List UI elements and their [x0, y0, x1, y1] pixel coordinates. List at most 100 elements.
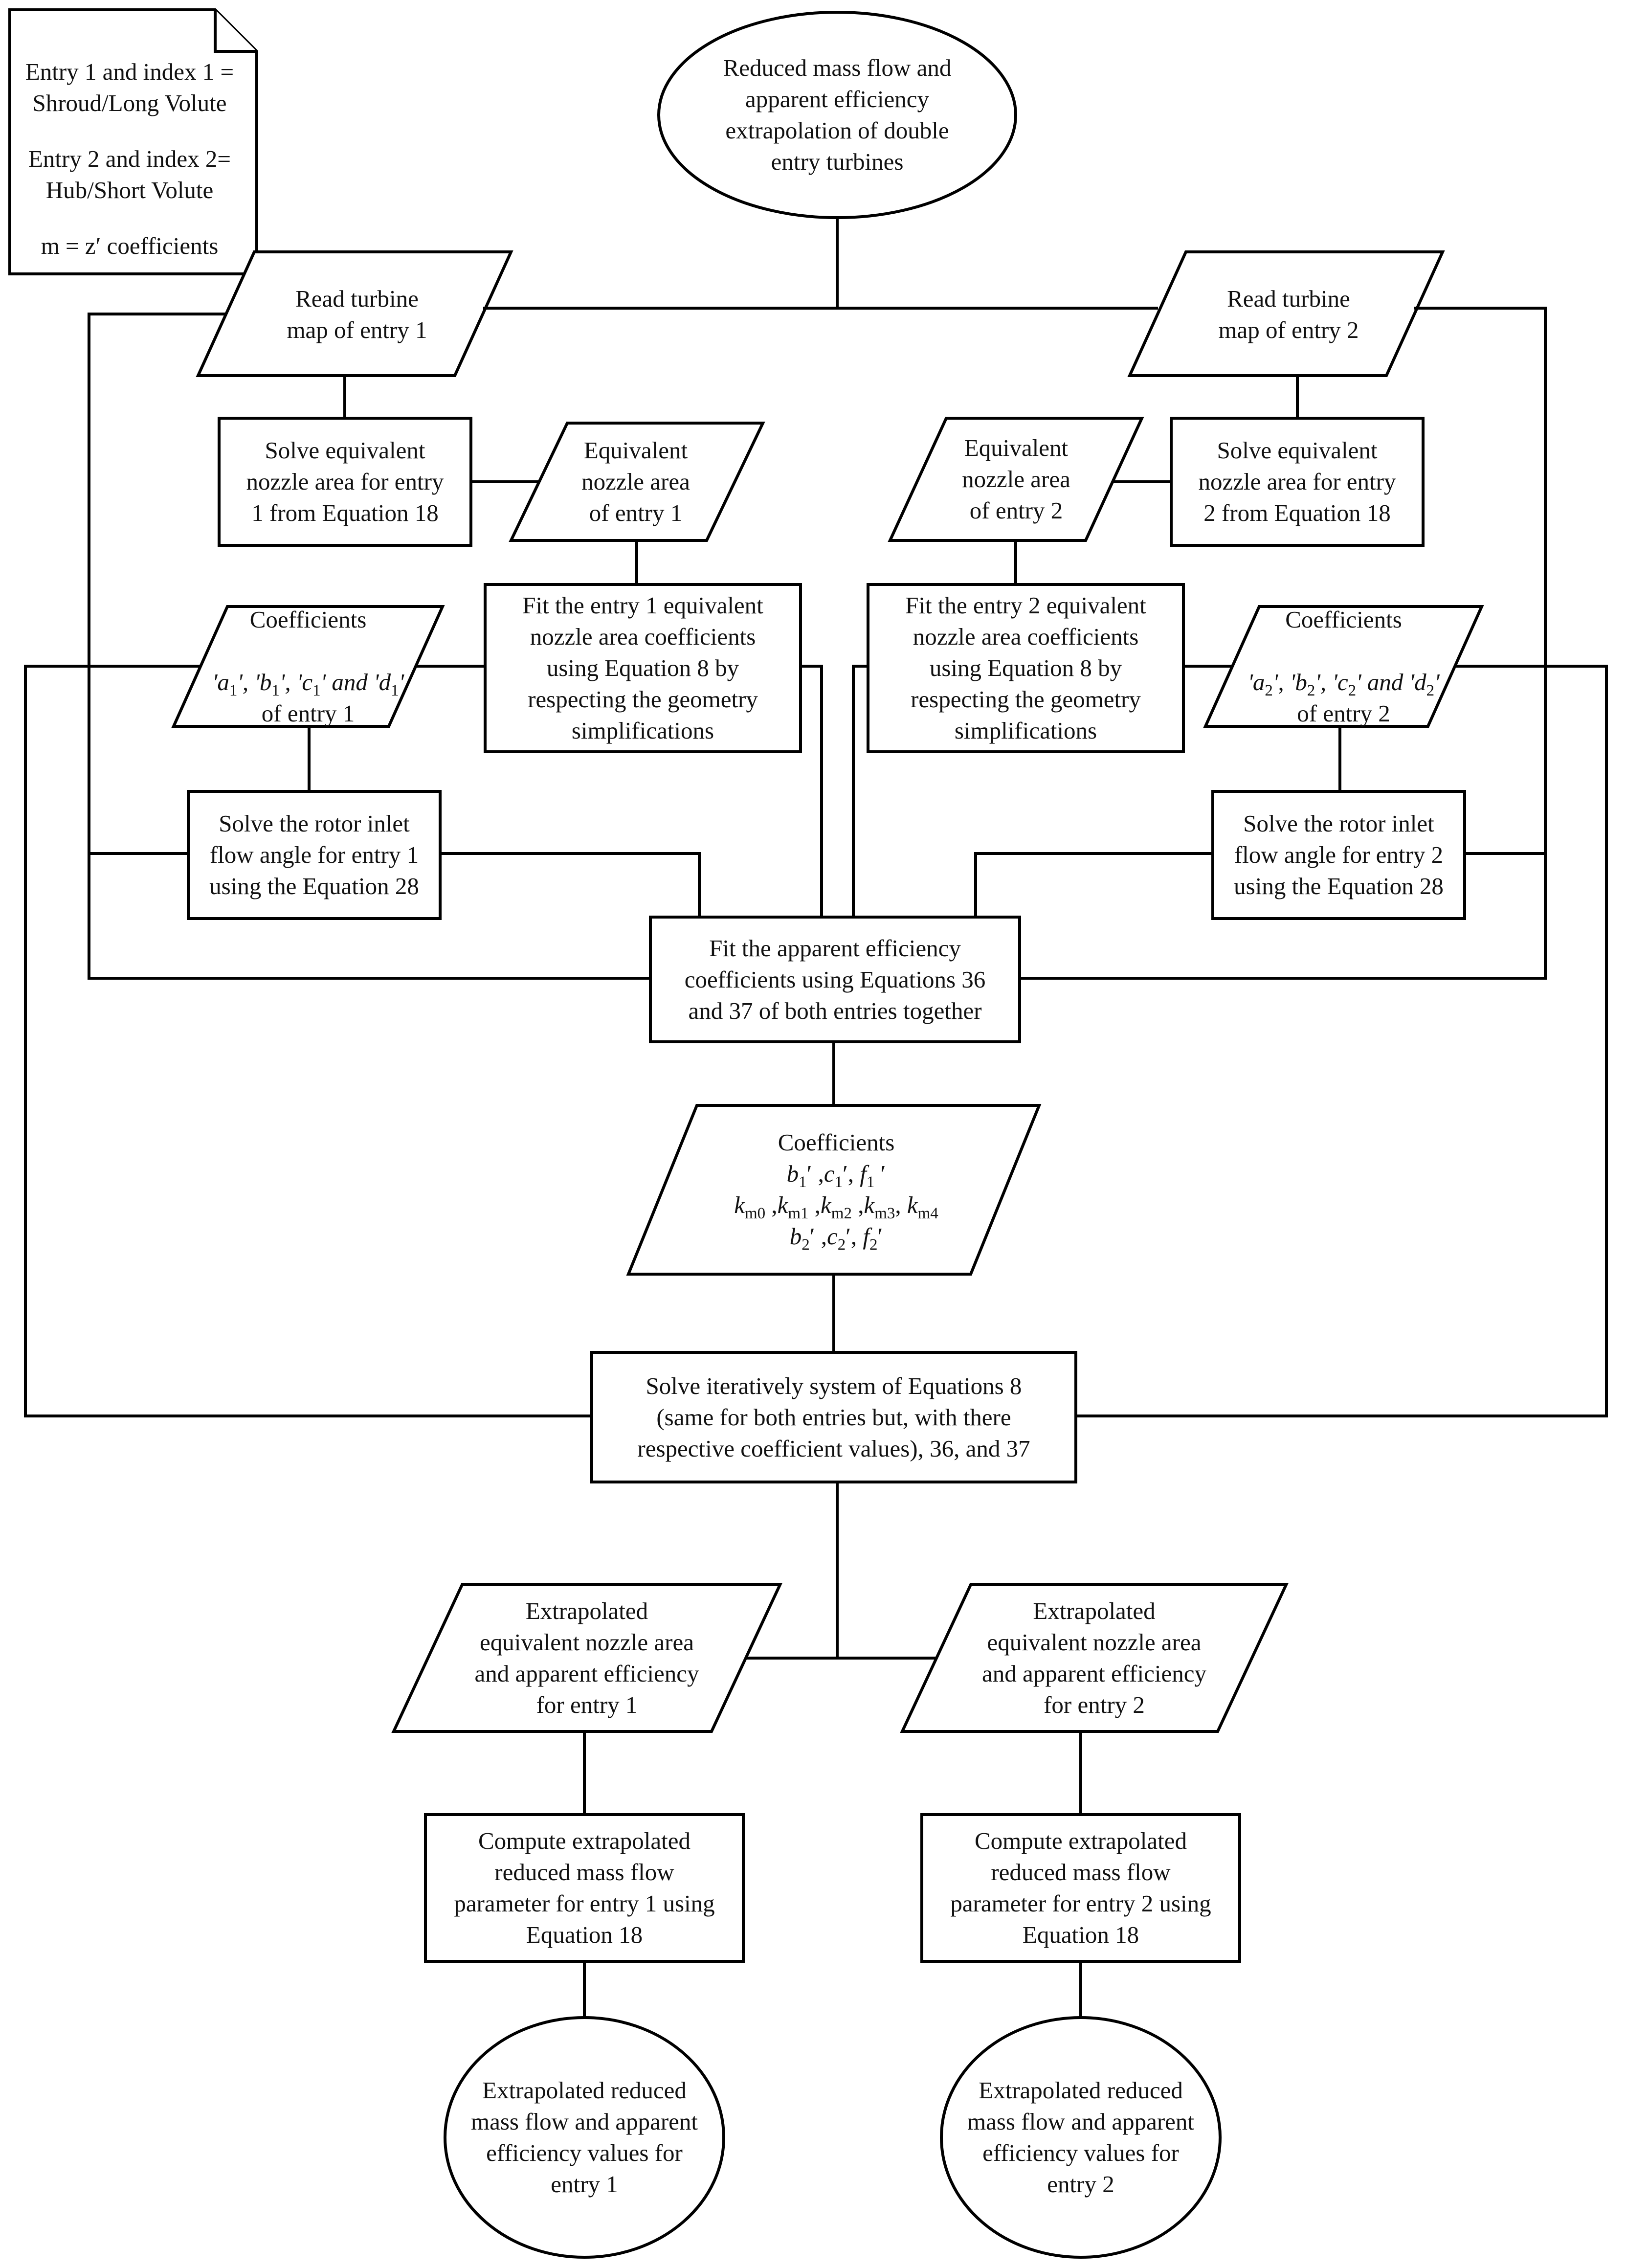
- rotor-2-label: Solve the rotor inlet flow angle for ent…: [1234, 810, 1444, 899]
- legend-note: Entry 1 and index 1 = Shroud/Long Volute…: [15, 56, 245, 267]
- edge-rotor2-fiteff: [974, 852, 1213, 917]
- solve-nozzle-1-node: Solve equivalent nozzle area for entry 1…: [219, 418, 471, 545]
- coeff-1-var-c: ', 'c: [279, 668, 313, 696]
- legend-line-4: Hub/Short Volute: [45, 177, 214, 203]
- end-1-node: Extrapolated reduced mass flow and appar…: [445, 2018, 724, 2257]
- coeff-all-title: Coefficients: [778, 1129, 895, 1156]
- edge-coeff1-solveiter: [24, 665, 592, 1417]
- coeff-1-var-a: 'a: [212, 668, 229, 696]
- solve-nozzle-1-shape: [218, 417, 472, 547]
- coeff-2-var-end: ': [1434, 668, 1440, 696]
- legend-line-5: m = z′ coefficients: [41, 232, 219, 259]
- k4-sub: m4: [917, 1204, 938, 1222]
- coeff-2-title: Coefficients: [1285, 606, 1402, 633]
- read-map-1-label: Read turbine map of entry 1: [287, 285, 427, 343]
- solve-nozzle-2-node: Solve equivalent nozzle area for entry 2…: [1171, 418, 1423, 545]
- coeff-2-sub-b: 2: [1307, 681, 1315, 699]
- start-label: Reduced mass flow and apparent efficienc…: [723, 54, 952, 175]
- extrap-1-label: Extrapolated equivalent nozzle area and …: [474, 1597, 699, 1718]
- fit-nozzle-2-shape: [867, 583, 1185, 753]
- coeff-2-var-b: ', 'b: [1272, 668, 1307, 696]
- coeff-1-footer: of entry 1: [261, 699, 355, 727]
- fit-eff-shape: [649, 916, 1021, 1043]
- coeff-2-footer: of entry 2: [1297, 699, 1390, 727]
- extrap-2-label: Extrapolated equivalent nozzle area and …: [982, 1597, 1206, 1718]
- coeff-1-sub-a: 1: [229, 681, 238, 699]
- coeff-all-row-2: km0 ,km1 ,km2 ,km3, km4: [734, 1191, 938, 1222]
- nozzle-area-1-node: Equivalent nozzle area of entry 1: [538, 423, 734, 540]
- compute-2-shape: [920, 1813, 1241, 1963]
- extrap-1-node: Extrapolated equivalent nozzle area and …: [428, 1586, 746, 1730]
- coeff-all-row-1: b1′ ,c1′, f1 ′: [786, 1160, 886, 1191]
- coeff-2-shape: [1203, 605, 1484, 728]
- coeff-1-vars: 'a1', 'b1', 'c1' and 'd1': [212, 635, 404, 698]
- extrap-1-shape: [391, 1583, 782, 1733]
- legend-line-1: Entry 1 and index 1 =: [25, 58, 234, 85]
- k1: k: [777, 1191, 788, 1218]
- coeff-1-sub-c: 1: [312, 681, 321, 699]
- fit-nozzle-1-label: Fit the entry 1 equivalent nozzle area c…: [522, 592, 763, 744]
- fit-eff-node: Fit the apparent efficiency coefficients…: [650, 917, 1020, 1042]
- coeff-all-row-3: b2′ ,c2′, f2′: [789, 1223, 883, 1254]
- edge-fit2-fiteff: [852, 665, 868, 917]
- compute-2-label: Compute extrapolated reduced mass flow p…: [950, 1827, 1211, 1948]
- coeff-1-var-b: ', 'b: [237, 668, 272, 696]
- coeff-1-title: Coefficients: [249, 606, 367, 633]
- coeff-2-var-c: ', 'c: [1315, 668, 1348, 696]
- compute-1-label: Compute extrapolated reduced mass flow p…: [454, 1827, 715, 1948]
- end-2-label: Extrapolated reduced mass flow and appar…: [967, 2077, 1194, 2198]
- read-map-1-node: Read turbine map of entry 1: [230, 254, 484, 374]
- extrap-2-node: Extrapolated equivalent nozzle area and …: [936, 1586, 1252, 1730]
- coeff-2-sub-c: 2: [1348, 681, 1357, 699]
- k4: k: [907, 1191, 918, 1218]
- coeff-all-shape: [626, 1104, 1042, 1276]
- legend-line-3: Entry 2 and index 2=: [28, 145, 231, 172]
- fit-nozzle-2-node: Fit the entry 2 equivalent nozzle area c…: [868, 584, 1183, 752]
- compute-2-node: Compute extrapolated reduced mass flow p…: [922, 1815, 1240, 1961]
- coeff-2-sub-a: 2: [1265, 681, 1273, 699]
- k2-sub: m2: [831, 1204, 852, 1222]
- k3: k: [864, 1191, 875, 1218]
- end-1-label: Extrapolated reduced mass flow and appar…: [471, 2077, 698, 2198]
- coeff-1-sub-d: 1: [391, 681, 399, 699]
- coeff-2-node: Coefficients 'a2', 'b2', 'c2' and 'd2' o…: [1232, 606, 1455, 727]
- solve-iter-node: Solve iteratively system of Equations 8 …: [592, 1352, 1076, 1482]
- coeff-1-shape: [171, 605, 445, 728]
- fit-nozzle-2-label: Fit the entry 2 equivalent nozzle area c…: [905, 592, 1146, 744]
- nozzle-area-2-shape: [888, 417, 1144, 542]
- read-map-2-shape: [1127, 250, 1445, 377]
- edge-read1-fiteff: [88, 853, 650, 980]
- edge-read2-rotor2: [1414, 307, 1547, 855]
- start-node: Reduced mass flow and apparent efficienc…: [681, 17, 994, 213]
- compute-1-node: Compute extrapolated reduced mass flow p…: [425, 1815, 743, 1961]
- coeff-all-node: Coefficients b1′ ,c1′, f1 ′ km0 ,km1 ,km…: [670, 1106, 1002, 1273]
- rotor-1-label: Solve the rotor inlet flow angle for ent…: [209, 810, 419, 899]
- edge-read1-rotor1: [88, 313, 226, 855]
- k0: k: [734, 1191, 745, 1218]
- nozzle-area-2-label: Equivalent nozzle area of entry 2: [962, 434, 1070, 524]
- edge-fit1-fiteff: [801, 665, 823, 917]
- note-shape: [8, 8, 258, 275]
- k0-sub: m0: [744, 1204, 766, 1222]
- fit-nozzle-1-node: Fit the entry 1 equivalent nozzle area c…: [485, 584, 801, 752]
- legend-line-2: Shroud/Long Volute: [32, 90, 227, 116]
- rotor-2-node: Solve the rotor inlet flow angle for ent…: [1213, 791, 1465, 919]
- end-2-node: Extrapolated reduced mass flow and appar…: [941, 2018, 1220, 2257]
- nozzle-area-1-shape: [509, 422, 765, 542]
- coeff-2-vars: 'a2', 'b2', 'c2' and 'd2': [1247, 635, 1439, 698]
- coeff-2-var-d: ' and 'd: [1356, 668, 1426, 696]
- coeff-2-sub-d: 2: [1426, 681, 1435, 699]
- rotor-1-node: Solve the rotor inlet flow angle for ent…: [188, 791, 440, 919]
- rotor-2-shape: [1211, 790, 1466, 920]
- read-map-2-node: Read turbine map of entry 2: [1161, 254, 1416, 374]
- note-fold: [214, 10, 257, 53]
- solve-iter-label: Solve iteratively system of Equations 8 …: [637, 1372, 1030, 1462]
- edge-read2-fiteff: [1020, 853, 1547, 980]
- solve-nozzle-1-label: Solve equivalent nozzle area for entry 1…: [246, 437, 444, 526]
- read-map-2-label: Read turbine map of entry 2: [1218, 285, 1359, 343]
- coeff-1-var-end: ': [399, 668, 404, 696]
- coeff-1-var-d: ' and 'd: [320, 668, 391, 696]
- edge-coeff2-solveiter: [1076, 665, 1608, 1417]
- nozzle-area-1-label: Equivalent nozzle area of entry 1: [581, 437, 690, 526]
